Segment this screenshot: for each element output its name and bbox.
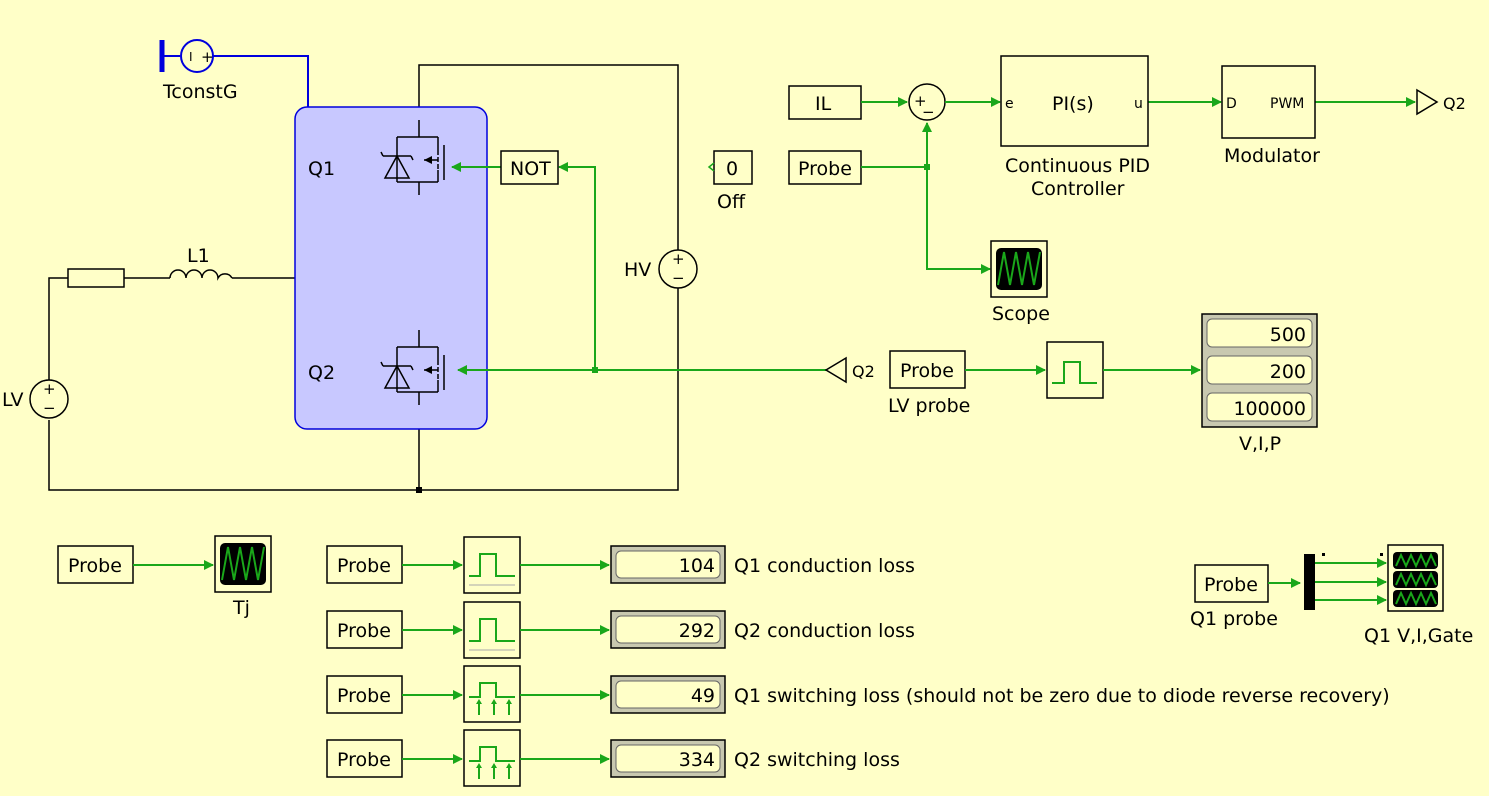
tj-probe-block[interactable] (57, 545, 134, 584)
pid-label-line1: Continuous PID (1005, 155, 1150, 177)
lv-probe-text: Probe (900, 360, 954, 382)
il-label: IL (815, 93, 832, 115)
summing-junction[interactable]: + − (908, 83, 946, 121)
gate-signals (451, 162, 826, 375)
loss-probe-block[interactable] (326, 739, 403, 778)
goto-tag-q2[interactable] (1416, 88, 1439, 116)
vip-value-v: 500 (1270, 324, 1306, 346)
q2-label: Q2 (308, 362, 335, 384)
loss-row-4: Probe 334 Q2 switching loss (326, 729, 900, 787)
off-label: Off (717, 191, 746, 213)
periodic-average[interactable] (463, 601, 521, 659)
periodic-impulse-average[interactable] (463, 665, 521, 723)
scope-control[interactable] (990, 240, 1048, 298)
modulator-block[interactable] (1221, 65, 1316, 139)
q1-probe-label: Q1 probe (1190, 608, 1278, 630)
loss-value: 292 (679, 620, 715, 642)
thermal-source-plus: + (201, 48, 214, 66)
not-label: NOT (510, 158, 551, 180)
resistor[interactable] (67, 268, 125, 288)
thermal-source-i: I (189, 50, 193, 64)
loss-label: Q1 conduction loss (734, 555, 915, 577)
hv-plus: + (672, 250, 685, 268)
loss-label: Q2 conduction loss (734, 620, 915, 642)
tj-label: Tj (232, 597, 250, 619)
pid-label-line2: Controller (1031, 178, 1125, 200)
loss-label: Q1 switching loss (should not be zero du… (734, 685, 1390, 707)
lv-probe-label: LV probe (888, 395, 970, 417)
vip-display: 500 200 100000 (1201, 313, 1318, 428)
hv-voltage-source[interactable]: + − (658, 249, 698, 289)
lv-label: LV (2, 389, 24, 411)
hv-minus: − (672, 269, 685, 287)
periodic-impulse-average[interactable] (463, 729, 521, 787)
lv-voltage-source[interactable]: + − (29, 379, 69, 419)
lv-plus: + (43, 380, 56, 398)
loss-probe-text: Probe (337, 685, 391, 707)
pi-port-e: e (1005, 96, 1014, 112)
mod-port-pwm: PWM (1270, 96, 1304, 112)
periodic-average-lv[interactable] (1046, 341, 1104, 399)
loss-value: 49 (691, 685, 715, 707)
mosfet-q2[interactable] (380, 330, 445, 405)
periodic-average[interactable] (463, 536, 521, 594)
inductor-l1[interactable] (169, 269, 233, 281)
constant-block[interactable]: 0 (707, 150, 753, 185)
probe-feedback-label: Probe (798, 158, 852, 180)
loss-probe-text: Probe (337, 555, 391, 577)
sum-plus: + (914, 92, 927, 110)
loss-row-2: Probe 292 Q2 conduction loss (326, 601, 915, 659)
q1-vig-label: Q1 V,I,Gate (1364, 625, 1473, 647)
lv-probe-block[interactable] (889, 350, 966, 389)
mod-port-d: D (1226, 96, 1237, 112)
hv-label: HV (624, 259, 651, 281)
from-tag-q2-label: Q2 (852, 362, 875, 381)
tj-probe-text: Probe (68, 555, 122, 577)
signal-mux[interactable] (1304, 554, 1315, 610)
scope-tj[interactable] (214, 535, 272, 593)
loss-value: 334 (679, 749, 715, 771)
from-tag-q2[interactable] (824, 356, 847, 384)
heatsink[interactable] (294, 106, 488, 430)
loss-row-1: Probe 104 Q1 conduction loss (326, 536, 915, 594)
lv-minus: − (43, 399, 56, 417)
mosfet-q1[interactable] (380, 120, 445, 195)
pi-label: PI(s) (1052, 93, 1094, 115)
sum-minus: − (922, 103, 935, 121)
loss-probe-text: Probe (337, 749, 391, 771)
vip-value-i: 200 (1270, 361, 1306, 383)
scope-label: Scope (992, 303, 1050, 325)
vip-label: V,I,P (1239, 433, 1281, 455)
loss-label: Q2 switching loss (734, 749, 900, 771)
loss-probe-text: Probe (337, 620, 391, 642)
l1-label: L1 (187, 245, 210, 267)
q1-label: Q1 (308, 158, 335, 180)
scope-q1-multi[interactable] (1387, 544, 1444, 612)
probe-block-feedback[interactable] (788, 150, 862, 185)
il-probe-block[interactable] (788, 85, 862, 120)
constant-value: 0 (726, 158, 738, 180)
control-signals (861, 97, 1416, 274)
pi-controller[interactable] (1000, 55, 1149, 147)
pi-port-u: u (1134, 96, 1143, 112)
vip-value-p: 100000 (1233, 398, 1306, 420)
tconst-label: TconstG (162, 81, 238, 103)
modulator-label: Modulator (1224, 145, 1320, 167)
goto-tag-q2-label: Q2 (1443, 94, 1466, 113)
q1-probe-text: Probe (1204, 574, 1258, 596)
loss-row-3: Probe 49 Q1 switching loss (should not b… (326, 665, 1390, 723)
tconst-source[interactable]: I + (159, 39, 309, 107)
not-gate[interactable] (500, 150, 559, 185)
q1-probe-block[interactable] (1194, 564, 1269, 603)
loss-value: 104 (679, 555, 715, 577)
